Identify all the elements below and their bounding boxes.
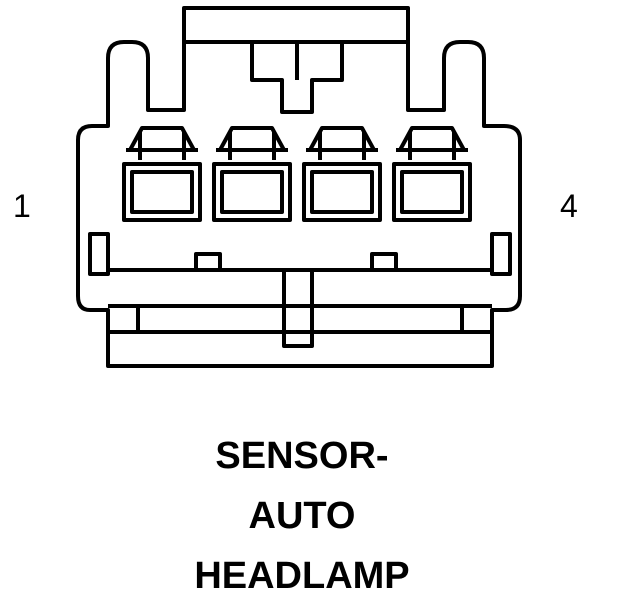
pin-cavity-outer	[212, 162, 292, 222]
pin-cavity-inner	[130, 170, 194, 214]
right-rib	[490, 232, 512, 276]
connector-title-line-3: HEADLAMP	[194, 555, 410, 597]
pin-cavity-inner	[400, 170, 464, 214]
pin-cavity-4	[392, 126, 472, 222]
pin-cavity-outer	[122, 162, 202, 222]
pin-cavity-outer	[302, 162, 382, 222]
lock-tab	[250, 42, 344, 114]
pin-cavity-hood	[216, 126, 288, 160]
pin-cavity-outer	[392, 162, 472, 222]
connector-title-line-1: SENSOR-	[215, 435, 389, 477]
pin-cavity-1	[122, 126, 202, 222]
pin-1-label: 1	[13, 188, 31, 224]
pin-cavity-hood	[306, 126, 378, 160]
right-key	[370, 252, 398, 272]
pin-4-label: 4	[560, 188, 578, 224]
pin-cavity-inner	[220, 170, 284, 214]
housing-outline	[76, 6, 522, 368]
pin-cavity-inner	[310, 170, 374, 214]
bottom-keyway	[282, 270, 314, 348]
connector-title-line-2: AUTO	[248, 495, 356, 537]
pin-cavities	[122, 126, 472, 222]
pin-cavity-3	[302, 126, 382, 222]
left-rib	[88, 232, 110, 276]
pin-cavity-hood	[396, 126, 468, 160]
pin-cavity-hood	[126, 126, 198, 160]
pin-cavity-2	[212, 126, 292, 222]
left-key	[194, 252, 222, 272]
